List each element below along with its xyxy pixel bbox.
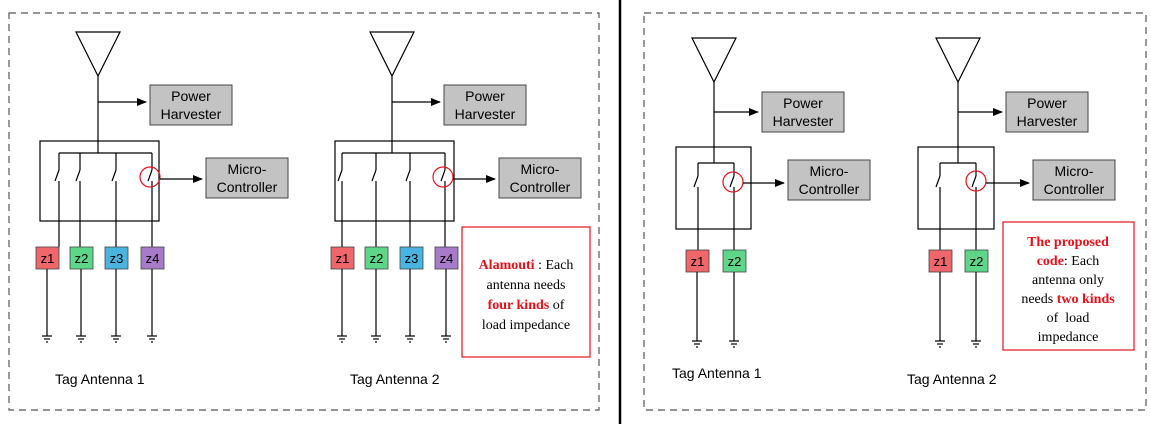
note-line-2: antenna needs — [487, 278, 566, 293]
left-tag-antenna-2: Power Harvester Micro- Controller z1 z2 … — [330, 31, 582, 387]
antenna-icon — [369, 31, 415, 78]
note-line-4: needs two kinds — [1021, 292, 1115, 307]
svg-text:z3: z3 — [110, 251, 124, 266]
ground-symbols — [337, 269, 451, 343]
switch-matrix-box — [334, 140, 455, 222]
micro-controller-block — [498, 157, 582, 199]
power-harvester-label-1: Power — [1027, 95, 1067, 111]
note-line-1: Alamouti : Each — [479, 258, 574, 273]
note-line-1: The proposed — [1027, 235, 1109, 250]
micro-controller-label-1: Micro- — [228, 161, 267, 177]
note-line-3: antenna only — [1032, 273, 1104, 288]
power-harvester-block — [443, 84, 527, 126]
power-harvester-label-1: Power — [783, 95, 823, 111]
micro-controller-label-2: Controller — [217, 179, 278, 195]
note-line-2: code: Each — [1037, 254, 1100, 269]
load-z3 — [399, 246, 424, 270]
switch-matrix-box — [917, 146, 995, 230]
svg-text:z2: z2 — [370, 251, 384, 266]
caption-tag-antenna-2: Tag Antenna 2 — [350, 371, 440, 387]
right-tag-antenna-2: Power Harvester Micro- Controller z1 z2 … — [907, 37, 1116, 387]
right-tag-antenna-1: Power Harvester Micro- Controller z1 z2 … — [672, 37, 871, 381]
svg-text:z3: z3 — [405, 251, 419, 266]
caption-tag-antenna-1: Tag Antenna 1 — [55, 371, 145, 387]
power-harvester-block — [761, 91, 845, 133]
note-line-5: of load — [1047, 311, 1090, 326]
svg-text:z4: z4 — [440, 251, 454, 266]
micro-controller-label-1: Micro- — [810, 163, 849, 179]
svg-text:z1: z1 — [691, 254, 705, 269]
antenna-icon — [75, 31, 121, 78]
power-harvester-label-2: Harvester — [773, 113, 834, 129]
micro-controller-label-1: Micro- — [521, 161, 560, 177]
power-harvester-label-2: Harvester — [161, 106, 222, 122]
micro-controller-block — [787, 159, 871, 201]
svg-text:z1: z1 — [934, 254, 948, 269]
selected-switch-marker — [965, 170, 987, 192]
switch-matrix-box — [675, 146, 752, 230]
micro-controller-block — [205, 157, 289, 199]
micro-controller-block — [1032, 159, 1116, 201]
micro-controller-label-2: Controller — [1044, 181, 1105, 197]
selected-switch-marker — [432, 166, 454, 188]
note-line-4: load impedance — [482, 318, 570, 333]
caption-tag-antenna-1: Tag Antenna 1 — [672, 365, 762, 381]
svg-text:z2: z2 — [75, 251, 89, 266]
left-note-box: Alamouti : Each antenna needs four kinds… — [461, 226, 591, 358]
antenna-icon — [691, 37, 737, 84]
micro-controller-label-2: Controller — [799, 181, 860, 197]
antenna-icon — [935, 37, 981, 84]
selected-switch-marker — [722, 171, 744, 193]
micro-controller-label-1: Micro- — [1055, 163, 1094, 179]
right-note-box: The proposed code: Each antenna only nee… — [1002, 221, 1135, 351]
ground-symbols — [692, 272, 739, 348]
power-harvester-block — [1005, 91, 1089, 133]
right-panel-frame — [643, 12, 1147, 411]
note-line-6: impedance — [1038, 330, 1099, 345]
svg-text:z1: z1 — [336, 251, 350, 266]
svg-text:z2: z2 — [970, 254, 984, 269]
left-tag-antenna-1: Power Harvester Micro- Controller z1 z2 … — [35, 31, 289, 387]
power-harvester-block — [149, 84, 233, 126]
power-harvester-label-1: Power — [171, 88, 211, 104]
note-line-3: four kinds of — [488, 298, 565, 313]
power-harvester-label-2: Harvester — [455, 106, 516, 122]
svg-text:z2: z2 — [728, 254, 742, 269]
svg-text:z1: z1 — [41, 251, 55, 266]
selected-switch-marker — [139, 166, 161, 188]
power-harvester-label-2: Harvester — [1017, 113, 1078, 129]
svg-text:z4: z4 — [146, 251, 160, 266]
caption-tag-antenna-2: Tag Antenna 2 — [907, 371, 997, 387]
ground-symbols — [935, 272, 981, 348]
micro-controller-label-2: Controller — [510, 179, 571, 195]
power-harvester-label-1: Power — [465, 88, 505, 104]
ground-symbols — [42, 269, 157, 343]
left-panel-frame — [8, 12, 600, 411]
